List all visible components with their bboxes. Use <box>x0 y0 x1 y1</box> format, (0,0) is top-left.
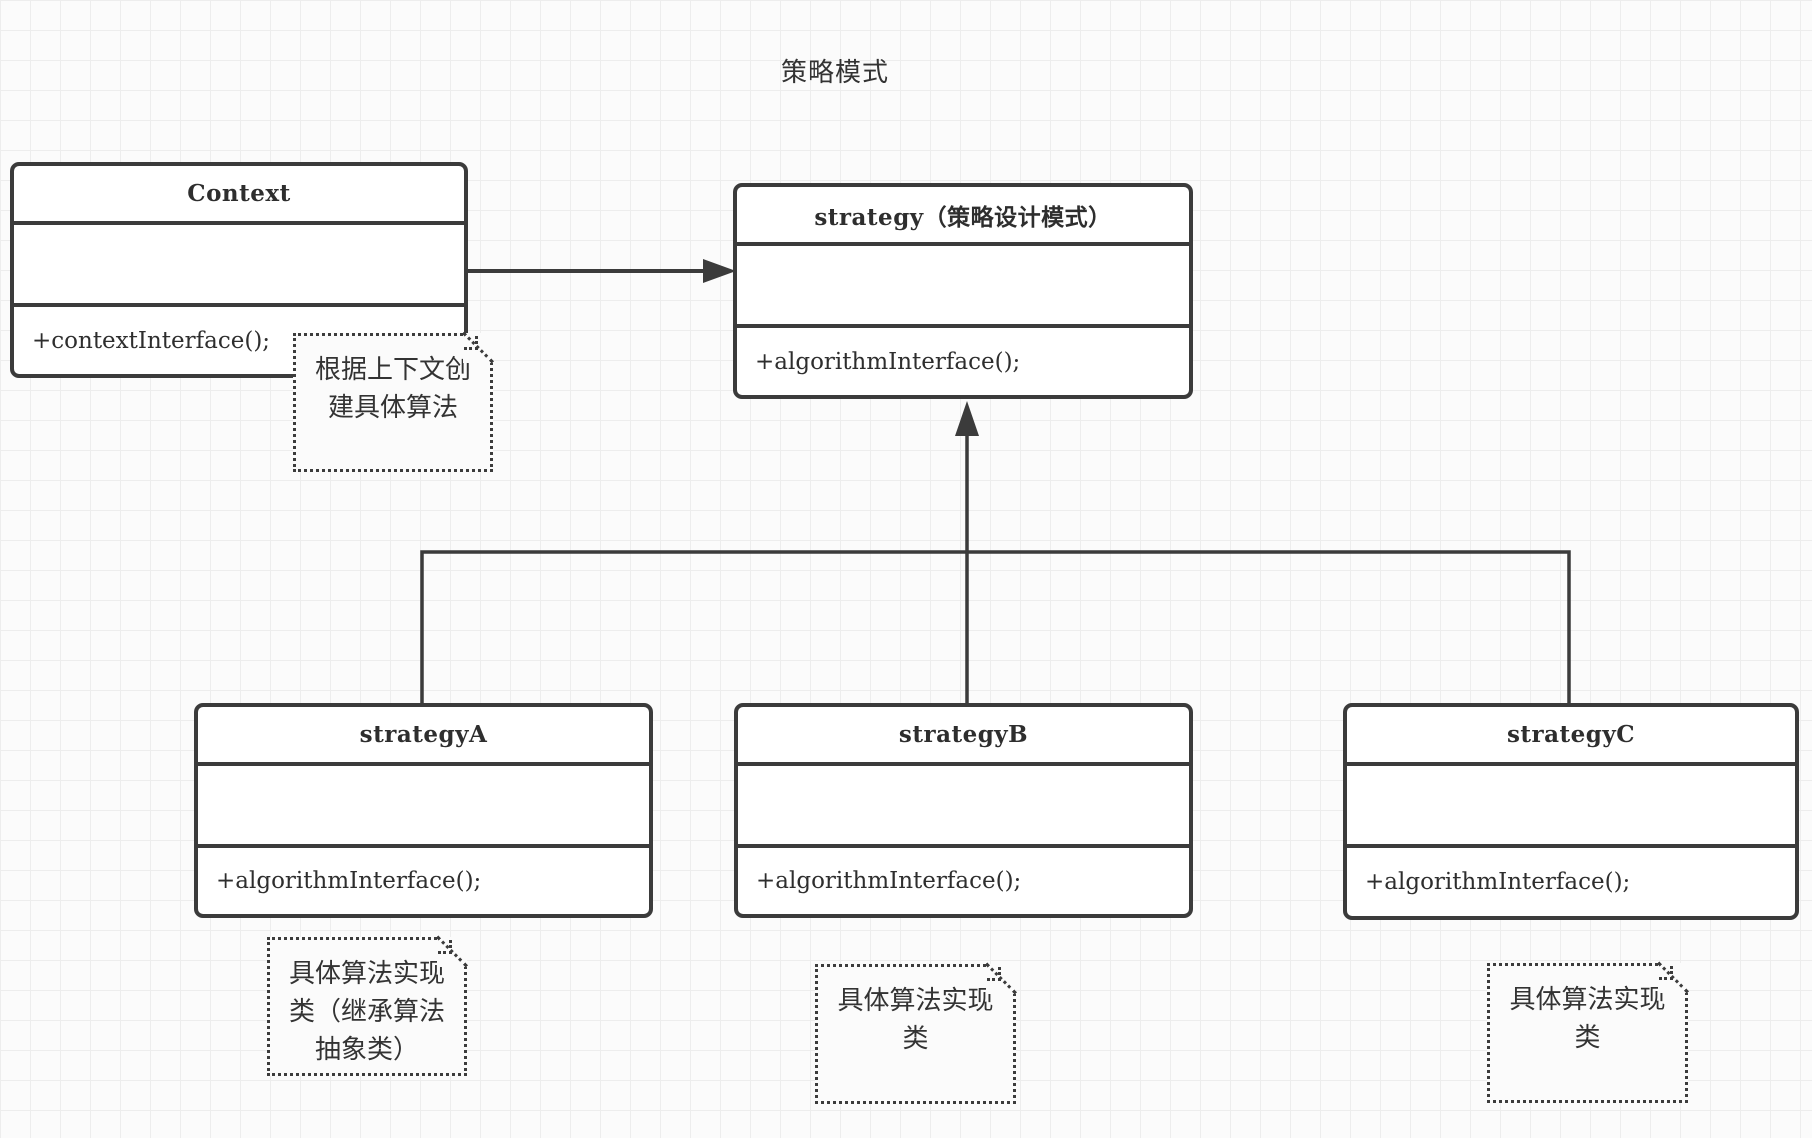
note-text: 根据上下文创建具体算法 <box>314 355 471 423</box>
class-title: Context <box>14 166 464 225</box>
class-attributes-empty <box>1347 766 1795 848</box>
note-fold-icon <box>986 964 1016 994</box>
class-attributes-empty <box>738 766 1189 848</box>
class-method: +contextInterface(); <box>32 327 271 354</box>
class-method: +algorithmInterface(); <box>756 868 1022 894</box>
note-text: 具体算法实现类 <box>1509 985 1666 1053</box>
class-method: +algorithmInterface(); <box>216 868 482 894</box>
class-box-strategyA: strategyA +algorithmInterface(); <box>194 703 653 918</box>
note-text: 具体算法实现类（继承算法抽象类） <box>288 959 445 1065</box>
class-title: strategyA <box>198 707 649 766</box>
class-title: strategyB <box>738 707 1189 766</box>
note-create-concrete-algorithm: 根据上下文创建具体算法 <box>293 333 493 472</box>
class-attributes-empty <box>198 766 649 848</box>
class-method: +algorithmInterface(); <box>755 348 1021 375</box>
class-box-strategyB: strategyB +algorithmInterface(); <box>734 703 1193 918</box>
class-box-strategyC: strategyC +algorithmInterface(); <box>1343 703 1799 920</box>
class-box-strategy: strategy（策略设计模式） +algorithmInterface(); <box>733 183 1193 399</box>
association-arrowhead-icon <box>703 259 736 283</box>
note-strategyB-implementation: 具体算法实现类 <box>815 964 1016 1104</box>
note-text: 具体算法实现类 <box>837 986 994 1054</box>
class-attributes-empty <box>737 246 1189 328</box>
note-fold-icon <box>1658 963 1688 993</box>
diagram-title: 策略模式 <box>780 58 889 88</box>
note-fold-icon <box>437 937 467 967</box>
note-fold-icon <box>463 333 493 363</box>
note-strategyA-implementation: 具体算法实现类（继承算法抽象类） <box>267 937 467 1076</box>
class-title: strategyC <box>1347 707 1795 766</box>
class-attributes-empty <box>14 225 464 307</box>
class-method: +algorithmInterface(); <box>1365 869 1631 895</box>
inheritance-connector-line <box>420 550 1571 703</box>
note-strategyC-implementation: 具体算法实现类 <box>1487 963 1688 1103</box>
inheritance-arrowhead-icon <box>955 401 979 436</box>
class-title: strategy（策略设计模式） <box>737 187 1189 246</box>
